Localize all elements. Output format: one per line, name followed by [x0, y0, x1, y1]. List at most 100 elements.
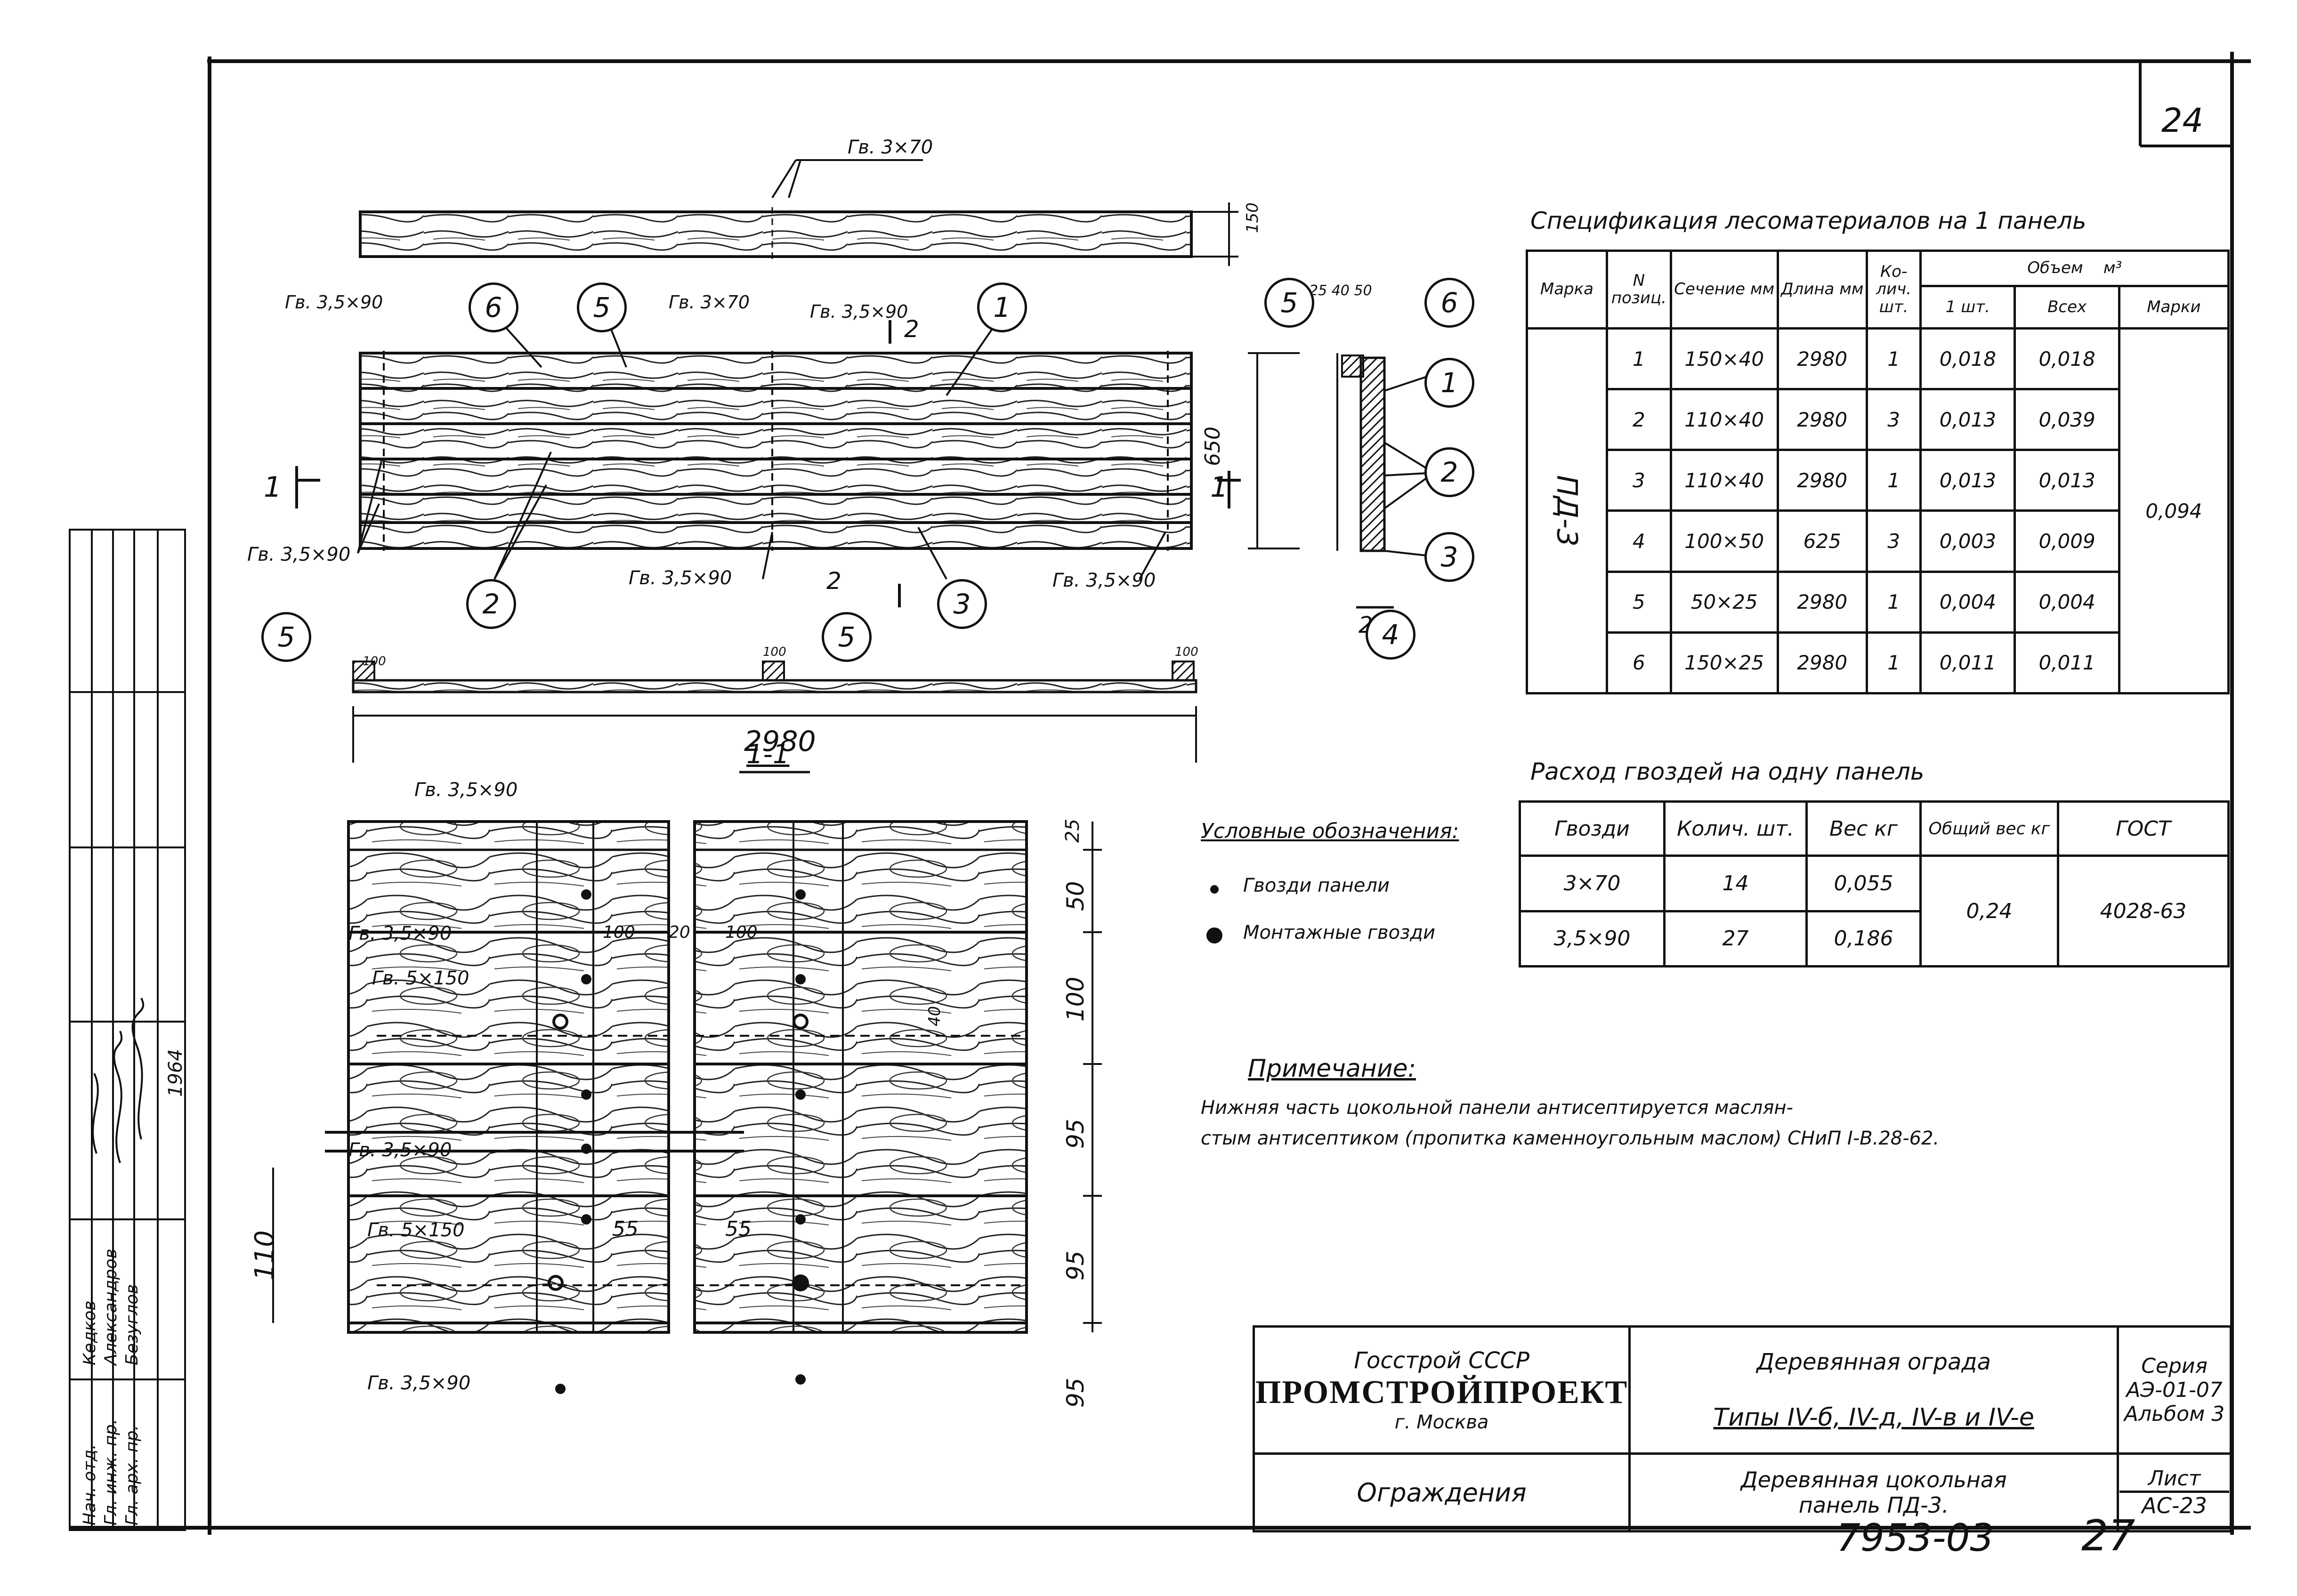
spec-cell: 0,003 [1919, 509, 2016, 573]
dim-detail-55-b: 55 [725, 1217, 752, 1241]
position-marker-2-b: 2 [1424, 447, 1474, 497]
spec-cell: 6 [1605, 631, 1672, 695]
spec-header-per-mark: Марки [2118, 285, 2230, 330]
side-stamp-grid [69, 529, 186, 1531]
spec-mark-cell: ПД-3 [1526, 327, 1608, 694]
label-detail-nail-35x90-3: Гв. 3,5×90 [367, 1372, 471, 1394]
note-title: Примечание: [1248, 1055, 1416, 1083]
position-marker-1: 1 [977, 282, 1027, 332]
spec-table: Марка N позиц. Сечение мм Длина мм Ко-ли… [1526, 250, 2230, 695]
dim-100-b: 100 [763, 645, 786, 659]
nails-total: 0,24 [1919, 854, 2059, 967]
spec-cell: 2980 [1776, 631, 1868, 695]
label-detail-nail-35x90-2: Гв. 3,5×90 [348, 1139, 452, 1161]
series-value: АЭ-01-07 [2126, 1378, 2223, 1402]
legend-title: Условные обозначения: [1201, 819, 1459, 843]
spec-cell: 0,004 [1919, 570, 2016, 634]
title-block-org-cell: Госстрой СССР ПРОМСТРОЙПРОЕКТ г. Москва [1252, 1325, 1631, 1455]
sheet-title-line-1: Деревянная цокольная [1740, 1467, 2007, 1492]
nails-cell: 14 [1663, 854, 1808, 912]
spec-cell: 2980 [1776, 449, 1868, 512]
spec-cell: 2980 [1776, 570, 1868, 634]
spec-cell: 3 [1865, 388, 1922, 451]
title-block-category-cell: Ограждения [1252, 1452, 1631, 1532]
spec-cell: 0,018 [2014, 327, 2120, 391]
nails-cell: 0,186 [1805, 910, 1922, 967]
spec-cell: 625 [1776, 509, 1868, 573]
spec-cell: 50×25 [1669, 570, 1779, 634]
section-mark-1-left: 1 [264, 471, 282, 504]
label-nail-35x90-d: Гв. 3,5×90 [629, 567, 732, 589]
spec-header-all: Всех [2014, 285, 2120, 330]
dim-detail-20: 20 [669, 923, 690, 942]
title-block-list-cell: Лист АС-23 [2117, 1452, 2232, 1532]
dim-100-c: 100 [1175, 645, 1198, 659]
stamp-year: 1964 [165, 1049, 186, 1097]
top-plank-view [359, 159, 1238, 266]
list-value: АС-23 [2142, 1493, 2207, 1518]
dim-650: 650 [1201, 427, 1225, 466]
dim-detail-55-a: 55 [612, 1217, 639, 1241]
position-marker-3: 3 [937, 579, 987, 629]
label-detail-nail-5x150-1: Гв. 5×150 [372, 967, 469, 989]
spec-cell: 1 [1865, 327, 1922, 391]
list-label: Лист [2119, 1467, 2229, 1493]
front-view-panel [295, 319, 1300, 607]
nail-marks [548, 889, 809, 1394]
legend-large-nail-icon [1206, 927, 1222, 943]
nails-cell: 3×70 [1519, 854, 1666, 912]
note-line-1: Нижняя часть цокольной панели антисептир… [1201, 1097, 1793, 1119]
spec-mark-volume: 0,094 [2118, 327, 2230, 694]
nails-title: Расход гвоздей на одну панель [1530, 758, 1925, 785]
detail-view-right [272, 820, 1102, 1334]
spec-cell: 3 [1865, 509, 1922, 573]
position-marker-5: 5 [577, 282, 627, 332]
dim-detail-25: 25 [1062, 819, 1084, 843]
spec-cell: 0,004 [2014, 570, 2120, 634]
position-marker-3-b: 3 [1424, 532, 1474, 582]
stamp-name-1: Кедков [80, 1300, 99, 1365]
spec-cell: 4 [1605, 509, 1672, 573]
title-block-subject-cell: Деревянная ограда Типы IV-б, IV-д, IV-в … [1628, 1325, 2119, 1455]
nails-row: 3×70 14 0,055 0,24 4028-63 [1519, 854, 2230, 967]
section-label-1-1: 1-1 [746, 739, 790, 770]
position-marker-1-b: 1 [1424, 358, 1474, 408]
org-name: Госстрой СССР [1354, 1347, 1529, 1374]
label-nail-3x70-top: Гв. 3×70 [848, 137, 933, 158]
nails-header-nail: Гвозди [1519, 800, 1666, 857]
title-block-sheet-title-cell: Деревянная цокольная панель ПД-3. [1628, 1452, 2119, 1532]
album-value: Альбом 3 [2124, 1402, 2225, 1426]
spec-cell: 0,018 [1919, 327, 2016, 391]
spec-cell: 2980 [1776, 327, 1868, 391]
label-detail-nail-35x90-top: Гв. 3,5×90 [414, 779, 518, 801]
footer-doc-number: 7953-03 [1836, 1516, 1994, 1560]
position-marker-2: 2 [466, 579, 516, 629]
label-nail-35x90-b: Гв. 3,5×90 [810, 301, 908, 322]
spec-row: 3 110×40 2980 1 0,013 0,013 [1527, 449, 2229, 512]
category-name: Ограждения [1357, 1477, 1527, 1507]
types-title: Типы IV-б, IV-д, IV-в и IV-е [1713, 1403, 2034, 1432]
spec-cell: 0,009 [2014, 509, 2120, 573]
spec-header-volume: Объем м³ [1919, 250, 2230, 287]
nails-header-total: Общий вес кг [1919, 800, 2059, 857]
stamp-role-1: Нач. отд. [80, 1444, 99, 1525]
spec-cell: 1 [1865, 449, 1922, 512]
nails-cell: 3,5×90 [1519, 910, 1666, 967]
position-marker-6: 6 [469, 282, 518, 332]
footer-page-number: 27 [2081, 1511, 2135, 1561]
section-mark-1-right: 1 [1210, 471, 1229, 504]
spec-cell: 0,013 [1919, 449, 2016, 512]
dim-100-a: 100 [363, 654, 386, 669]
stamp-name-3: Безуглов [122, 1284, 142, 1365]
label-detail-nail-35x90-1: Гв. 3,5×90 [348, 923, 452, 944]
spec-header-pos: N позиц. [1605, 250, 1672, 330]
spec-cell: 1 [1865, 631, 1922, 695]
nails-table: Гвозди Колич. шт. Вес кг Общий вес кг ГО… [1519, 800, 2230, 967]
label-detail-nail-5x150-2: Гв. 5×150 [367, 1219, 465, 1241]
subject-title: Деревянная ограда [1756, 1348, 1991, 1375]
series-label: Серия [2141, 1354, 2208, 1378]
dim-detail-110: 110 [250, 1230, 280, 1281]
spec-row: 5 50×25 2980 1 0,004 0,004 [1527, 570, 2229, 634]
label-nail-35x90-c: Гв. 3,5×90 [247, 544, 351, 565]
